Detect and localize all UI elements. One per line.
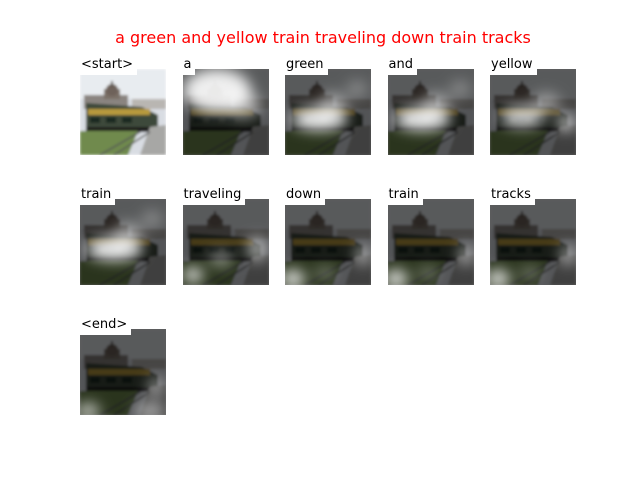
attention-panel: train: [387, 187, 474, 285]
attention-map: [182, 199, 269, 285]
attention-panel: tracks: [490, 187, 576, 285]
attention-panel: green: [285, 57, 371, 155]
attention-map: [285, 69, 371, 155]
attention-panel: <start>: [80, 57, 166, 155]
word-label: down: [285, 187, 326, 205]
word-label: <end>: [80, 317, 132, 335]
attention-panel: a: [182, 57, 269, 155]
train-photo: [80, 69, 166, 155]
figure-title: a green and yellow train traveling down …: [115, 28, 531, 47]
word-label: traveling: [182, 187, 246, 205]
attention-map: [182, 69, 269, 155]
word-label: train: [387, 187, 423, 205]
attention-panel: <end>: [80, 317, 166, 415]
word-label: yellow: [490, 57, 537, 75]
attention-map: [285, 199, 371, 285]
attention-map: [80, 199, 166, 285]
attention-panel: train: [80, 187, 166, 285]
attention-panel: traveling: [182, 187, 269, 285]
word-label: green: [285, 57, 328, 75]
word-label: and: [387, 57, 417, 75]
attention-map: [490, 69, 576, 155]
attention-panel: yellow: [490, 57, 576, 155]
attention-map: [80, 329, 166, 415]
attention-panel: down: [285, 187, 371, 285]
word-label: <start>: [80, 57, 138, 75]
attention-panel: and: [387, 57, 474, 155]
word-label: a: [182, 57, 196, 75]
word-label: tracks: [490, 187, 535, 205]
attention-map: [387, 199, 474, 285]
attention-map: [490, 199, 576, 285]
word-label: train: [80, 187, 116, 205]
attention-map: [387, 69, 474, 155]
